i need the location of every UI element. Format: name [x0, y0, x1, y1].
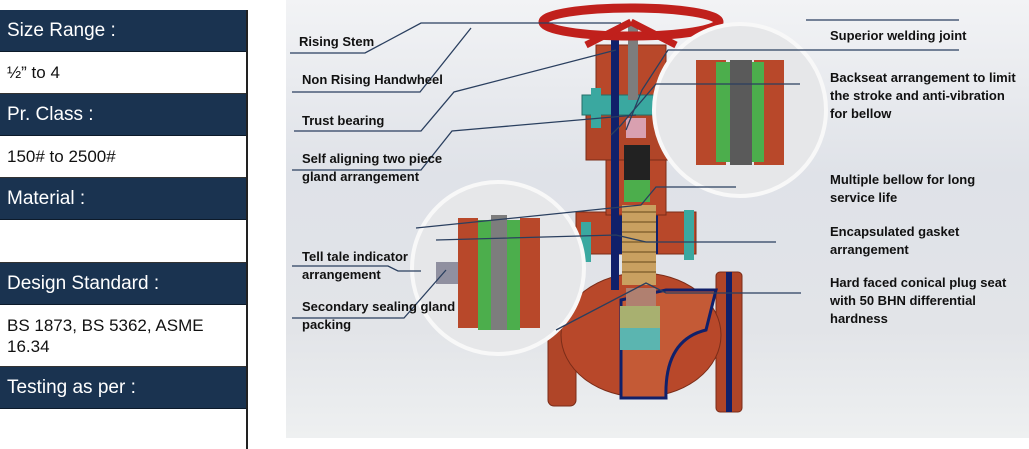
label-non-rising-handwheel: Non Rising Handwheel: [302, 72, 443, 87]
label-secondary-sealing: Secondary sealing gland packing: [302, 298, 455, 334]
label-tell-tale: Tell tale indicator arrangement: [302, 248, 408, 284]
material-value: [0, 220, 246, 263]
label-line: arrangement: [830, 242, 909, 257]
size-range-header: Size Range :: [0, 10, 246, 52]
pressure-class-header: Pr. Class :: [0, 94, 246, 136]
label-line: Encapsulated gasket: [830, 224, 960, 239]
label-line: arrangement: [302, 267, 381, 282]
label-multiple-bellow: Multiple bellow for long service life: [830, 171, 975, 207]
label-trust-bearing: Trust bearing: [302, 113, 385, 128]
label-line: hardness: [830, 311, 888, 326]
label-rising-stem: Rising Stem: [299, 34, 375, 49]
label-line: packing: [302, 317, 352, 332]
label-backseat: Backseat arrangement to limit the stroke…: [830, 69, 1016, 123]
label-superior-welding: Superior welding joint: [830, 28, 967, 43]
size-range-value: ½” to 4: [0, 52, 246, 94]
detail-circle-top: [652, 22, 828, 198]
label-line: Hard faced conical plug seat: [830, 275, 1007, 290]
design-standard-value: BS 1873, BS 5362, ASME 16.34: [0, 305, 246, 367]
label-encapsulated-gasket: Encapsulated gasket arrangement: [830, 223, 959, 259]
label-line: the stroke and anti-vibration: [830, 88, 1005, 103]
label-plug-seat: Hard faced conical plug seat with 50 BHN…: [830, 274, 1006, 328]
testing-header: Testing as per :: [0, 367, 246, 409]
label-line: Backseat arrangement to limit: [830, 70, 1016, 85]
label-line: Tell tale indicator: [302, 249, 408, 264]
spec-table: Size Range : ½” to 4 Pr. Class : 150# to…: [0, 10, 248, 449]
label-line: with 50 BHN differential: [830, 293, 976, 308]
label-self-aligning: Self aligning two piece gland arrangemen…: [302, 150, 442, 186]
leader-lines: [290, 19, 959, 331]
label-line: for bellow: [830, 106, 892, 121]
label-line: Self aligning two piece: [302, 151, 443, 166]
label-line: Multiple bellow for long: [830, 172, 976, 187]
testing-value: [0, 409, 246, 449]
label-line: Secondary sealing gland: [302, 299, 456, 314]
material-header: Material :: [0, 178, 246, 220]
label-line: service life: [830, 190, 898, 205]
label-line: gland arrangement: [302, 169, 420, 184]
valve-illustration: [538, 3, 743, 413]
pressure-class-value: 150# to 2500#: [0, 136, 246, 178]
design-standard-header: Design Standard :: [0, 263, 246, 305]
valve-diagram: Rising Stem Non Rising Handwheel Trust b…: [286, 0, 1029, 438]
